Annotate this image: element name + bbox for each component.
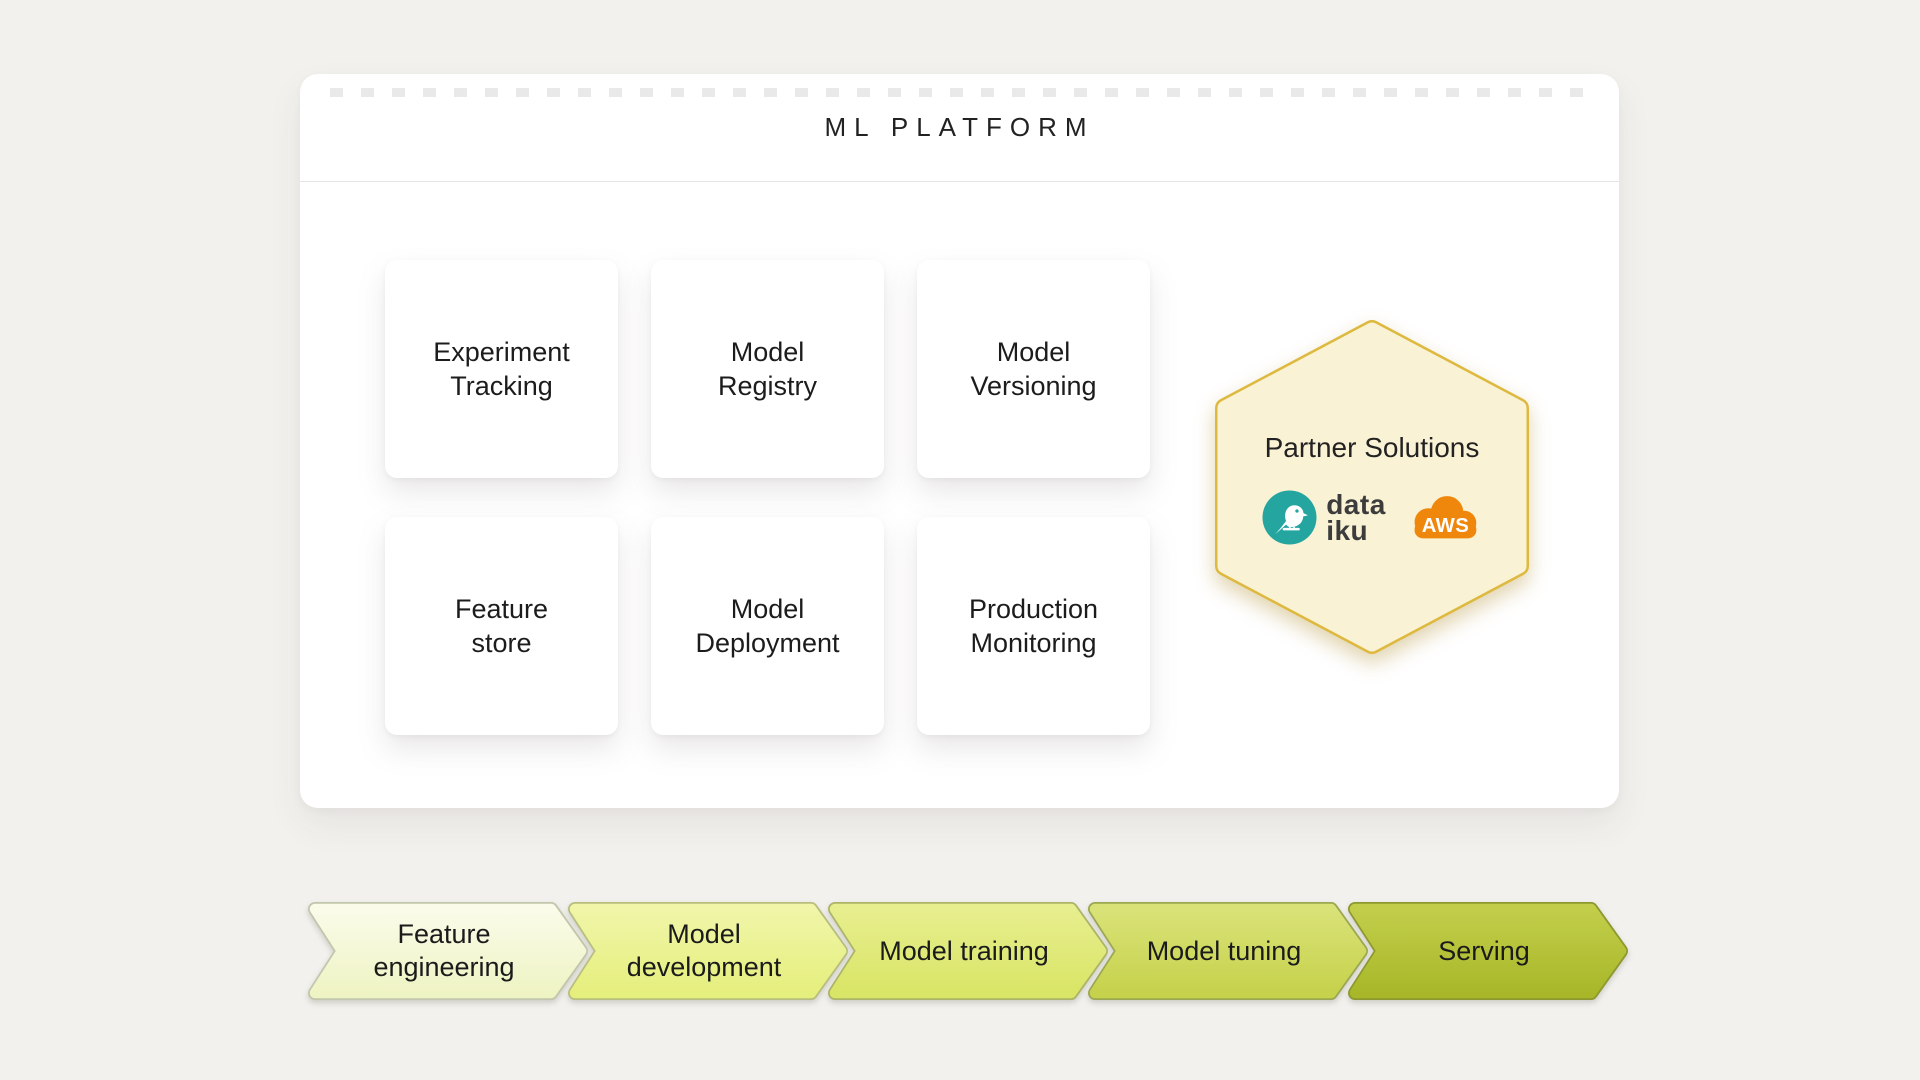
dataiku-bird-icon	[1262, 490, 1317, 545]
card-label: Feature store	[454, 594, 549, 658]
card-production-monitoring: Production Monitoring	[917, 517, 1150, 735]
ml-platform-panel: ML PLATFORM Experiment Tracking Model Re…	[300, 74, 1619, 808]
aws-wordmark: AWS	[1421, 514, 1468, 536]
partner-logos: data iku AWS	[1262, 490, 1482, 545]
flow-stage-feature-engineering: Feature engineering	[373, 919, 515, 982]
flow-arrow-4	[1348, 902, 1628, 1000]
flow-arrows	[308, 902, 1628, 1000]
card-label: Production Monitoring	[968, 594, 1099, 658]
component-cards-grid: Experiment Tracking Model Registry Model…	[385, 260, 1150, 735]
card-feature-store: Feature store	[385, 517, 618, 735]
dataiku-logo: data iku	[1262, 490, 1386, 545]
flow-stage-model-tuning: Model tuning	[1146, 935, 1302, 966]
card-label: Model Deployment	[695, 594, 840, 658]
card-label: Model Versioning	[970, 337, 1097, 401]
aws-cloud-icon: AWS	[1414, 495, 1477, 538]
card-experiment-tracking: Experiment Tracking	[385, 260, 618, 478]
flow-stage-model-development: Model development	[626, 919, 782, 982]
card-label: Experiment Tracking	[433, 337, 570, 401]
aws-logo: AWS	[1404, 491, 1482, 545]
partner-solutions-title: Partner Solutions	[1264, 432, 1480, 463]
flow-arrow-0	[308, 902, 588, 1000]
header-divider	[300, 181, 1619, 182]
panel-header: ML PLATFORM	[300, 74, 1619, 181]
partner-solutions-hexagon: Partner Solutions data iku	[1215, 320, 1529, 654]
dotted-pattern	[330, 88, 1589, 97]
card-model-registry: Model Registry	[651, 260, 884, 478]
card-label: Model Registry	[717, 337, 818, 401]
flow-stage-model-training: Model training	[879, 935, 1049, 966]
flow-arrow-2	[828, 902, 1108, 1000]
panel-title: ML PLATFORM	[824, 112, 1095, 142]
dataiku-wordmark: data iku	[1326, 488, 1386, 546]
flow-stage-serving: Serving	[1438, 935, 1530, 966]
flow-arrow-1	[568, 902, 848, 1000]
flow-arrow-3	[1088, 902, 1368, 1000]
card-model-versioning: Model Versioning	[917, 260, 1150, 478]
hexagon-shape	[1215, 320, 1529, 654]
ml-lifecycle-flow: Feature engineering Model development Mo…	[308, 902, 1628, 1000]
card-model-deployment: Model Deployment	[651, 517, 884, 735]
